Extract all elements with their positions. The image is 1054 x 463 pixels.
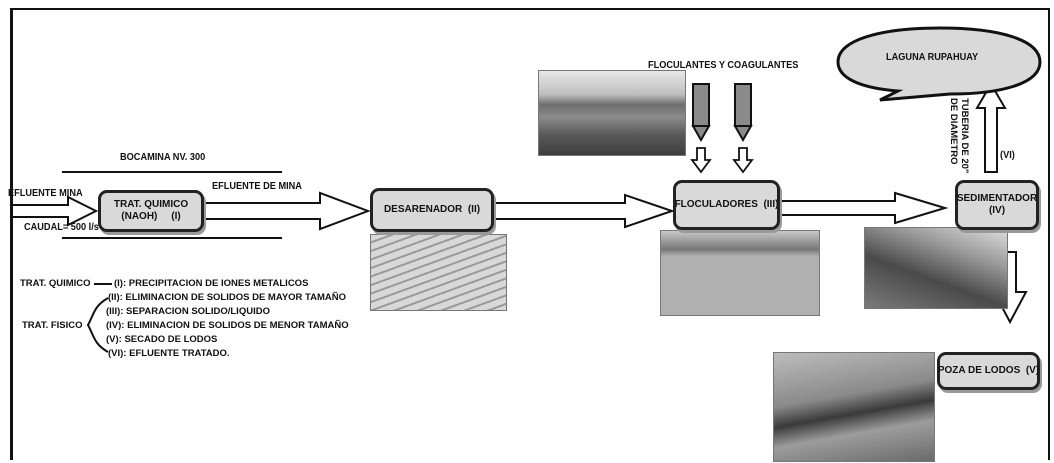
vi-marker: (VI) <box>1000 150 1015 161</box>
tuberia-label-line2: DE DIAMETRO <box>948 98 959 165</box>
arrow-to-sedimentador <box>779 191 949 225</box>
efluente-mina-label: EFLUENTE MINA <box>8 188 83 199</box>
desarenador-photo <box>370 234 507 311</box>
legend-fisico-brace <box>86 297 109 353</box>
floculadores-photo <box>660 230 820 316</box>
legend-trat-fisico: TRAT. FISICO <box>22 320 83 331</box>
diagram-frame <box>10 8 1050 460</box>
dosing-pipe-1 <box>690 83 712 174</box>
desarenador-box: DESARENADOR (II) <box>370 188 494 232</box>
laguna-cloud <box>836 26 1042 102</box>
sedimentador-title: SEDIMENTADOR <box>956 193 1038 204</box>
inlet-arrow <box>11 195 99 227</box>
legend-item: (IV): ELIMINACION DE SOLIDOS DE MENOR TA… <box>106 320 349 331</box>
floculadores-box: FLOCULADORES (III) <box>673 180 780 230</box>
legend-item: (VI): EFLUENTE TRATADO. <box>108 348 230 359</box>
poza-de-lodos-box: POZA DE LODOS (V) <box>937 352 1040 390</box>
legend-item: (V): SECADO DE LODOS <box>106 334 218 345</box>
poza-de-lodos-photo <box>773 352 935 462</box>
caudal-label: CAUDAL= 500 l/s <box>24 222 99 233</box>
efluente-de-mina-label: EFLUENTE DE MINA <box>212 181 302 192</box>
arrow-to-floculadores <box>493 193 676 229</box>
tuberia-label: TUBERIA DE 20" DE DIAMETRO <box>948 98 970 173</box>
sedimentador-box: SEDIMENTADOR (IV) <box>955 180 1039 230</box>
dosing-pipe-2 <box>732 83 754 174</box>
trat-quimico-title: TRAT. QUIMICO <box>113 199 189 210</box>
mine-site-photo <box>538 70 686 156</box>
trat-quimico-subtitle: (NAOH) (I) <box>121 211 181 222</box>
legend-item: (I): PRECIPITACION DE IONES METALICOS <box>114 278 309 289</box>
floculantes-label: FLOCULANTES Y COAGULANTES <box>648 60 799 71</box>
legend-trat-quimico: TRAT. QUIMICO <box>20 278 91 289</box>
bocamina-label: BOCAMINA NV. 300 <box>120 152 206 163</box>
floculadores-label: FLOCULADORES (III) <box>674 199 779 210</box>
desarenador-label: DESARENADOR (II) <box>383 204 481 215</box>
arrow-to-desarenador <box>203 191 371 231</box>
arrow-to-laguna <box>975 82 1007 173</box>
laguna-label: LAGUNA RUPAHUAY <box>886 52 979 63</box>
trat-quimico-box: TRAT. QUIMICO (NAOH) (I) <box>98 190 204 232</box>
legend-item: (III): SEPARACION SOLIDO/LIQUIDO <box>106 306 270 317</box>
poza-de-lodos-label: POZA DE LODOS (V) <box>937 365 1040 376</box>
tuberia-label-line1: TUBERIA DE 20" <box>959 98 970 174</box>
sedimentador-subtitle: (IV) <box>988 205 1006 216</box>
legend-item: (II): ELIMINACION DE SOLIDOS DE MAYOR TA… <box>108 292 347 303</box>
sedimentador-photo <box>864 227 1008 309</box>
